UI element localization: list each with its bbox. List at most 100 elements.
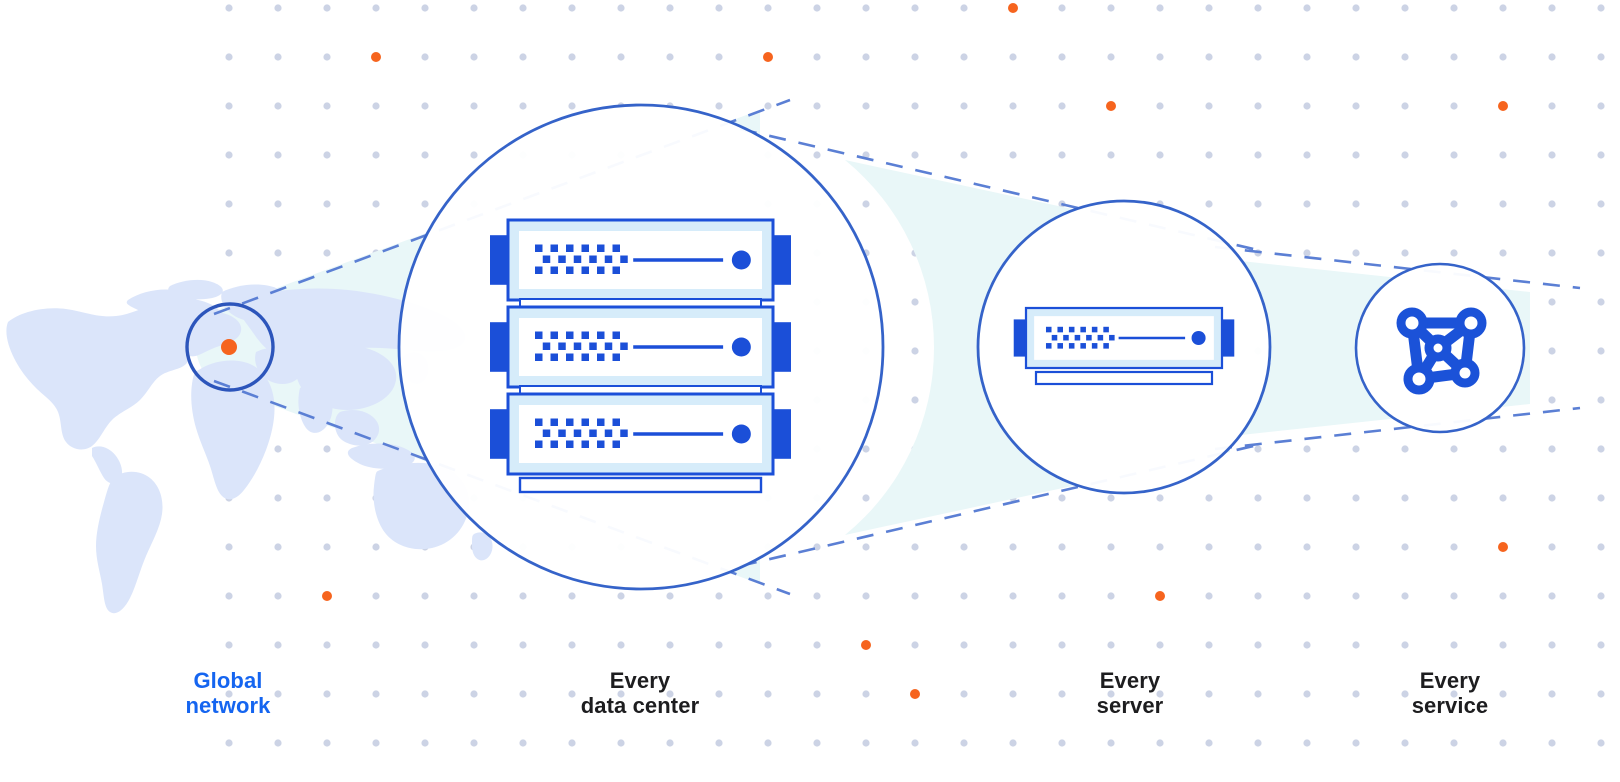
- unit-led: [566, 331, 574, 339]
- grid-dot: [274, 543, 282, 551]
- grid-dot: [1450, 543, 1458, 551]
- grid-dot: [1352, 690, 1360, 698]
- grid-dot: [274, 102, 282, 110]
- grid-dot: [225, 102, 233, 110]
- unit-led: [1068, 343, 1075, 349]
- grid-dot: [960, 690, 968, 698]
- grid-dot: [1303, 200, 1311, 208]
- grid-dot: [323, 249, 331, 257]
- grid-dot: [1254, 739, 1262, 747]
- grid-dot: [1352, 641, 1360, 649]
- grid-dot: [911, 543, 919, 551]
- unit-led: [1080, 326, 1086, 333]
- grid-dot: [960, 592, 968, 600]
- grid-dot: [372, 641, 380, 649]
- grid-dot: [1254, 102, 1262, 110]
- grid-dot: [274, 641, 282, 649]
- grid-dot: [911, 592, 919, 600]
- unit-led: [550, 440, 558, 448]
- unit-status-dot: [1191, 330, 1206, 346]
- node-bottom-right: [1450, 358, 1480, 388]
- network-graph-icon: [1396, 307, 1487, 395]
- grid-dot: [421, 4, 429, 12]
- unit-status-dot: [731, 337, 751, 357]
- grid-dot: [1352, 249, 1360, 257]
- grid-dot: [1450, 592, 1458, 600]
- grid-dot: [1107, 690, 1115, 698]
- grid-dot: [911, 298, 919, 306]
- grid-dot: [1548, 298, 1556, 306]
- unit-led: [620, 342, 628, 350]
- grid-dot: [1058, 592, 1066, 600]
- grid-dot: [1058, 151, 1066, 159]
- grid-dot: [715, 53, 723, 61]
- grid-dot: [1597, 151, 1605, 159]
- unit-led: [620, 429, 628, 437]
- grid-dot-accent: [763, 52, 773, 62]
- grid-dot: [1009, 739, 1017, 747]
- grid-dot: [372, 690, 380, 698]
- grid-dot: [323, 690, 331, 698]
- unit-led: [550, 353, 558, 361]
- grid-dot: [960, 53, 968, 61]
- grid-dot: [1548, 641, 1556, 649]
- unit-led: [1045, 326, 1052, 333]
- grid-dot: [519, 641, 527, 649]
- unit-led: [581, 440, 589, 448]
- unit-led: [604, 342, 613, 350]
- grid-dot: [1303, 53, 1311, 61]
- grid-dot: [911, 4, 919, 12]
- grid-dot: [323, 200, 331, 208]
- grid-dot: [1548, 4, 1556, 12]
- grid-dot: [323, 102, 331, 110]
- unit-led: [597, 418, 605, 426]
- grid-dot: [1058, 690, 1066, 698]
- grid-dot: [1107, 53, 1115, 61]
- unit-led: [566, 244, 574, 252]
- unit-led: [1045, 343, 1052, 349]
- unit-led: [535, 353, 543, 361]
- grid-dot: [1548, 543, 1556, 551]
- grid-dot: [1401, 151, 1409, 159]
- grid-dot: [1597, 347, 1605, 355]
- grid-dot: [1303, 4, 1311, 12]
- grid-dot: [617, 739, 625, 747]
- grid-dot: [813, 53, 821, 61]
- grid-dot: [1254, 641, 1262, 649]
- global-network-marker-dot: [221, 339, 237, 355]
- grid-dot: [372, 739, 380, 747]
- unit-led: [1057, 326, 1063, 333]
- unit-led: [535, 440, 543, 448]
- grid-dot: [1352, 739, 1360, 747]
- grid-dot: [470, 4, 478, 12]
- server-unit: [490, 392, 791, 476]
- grid-dot: [1303, 543, 1311, 551]
- unit-led: [589, 429, 597, 437]
- grid-dot: [372, 592, 380, 600]
- grid-dot: [421, 690, 429, 698]
- unit-led: [597, 331, 605, 339]
- grid-dot: [1450, 690, 1458, 698]
- grid-dot: [617, 4, 625, 12]
- grid-dot: [1205, 592, 1213, 600]
- grid-dot: [274, 445, 282, 453]
- dash-server-service-top: [1214, 245, 1581, 290]
- grid-dot: [960, 739, 968, 747]
- grid-dot: [519, 4, 527, 12]
- grid-dot: [323, 4, 331, 12]
- grid-dot: [813, 690, 821, 698]
- grid-dot: [1107, 739, 1115, 747]
- grid-dot: [1401, 543, 1409, 551]
- grid-dot: [225, 641, 233, 649]
- grid-dot: [1058, 641, 1066, 649]
- grid-dot-accent: [861, 640, 871, 650]
- grid-dot: [1499, 592, 1507, 600]
- grid-dot: [470, 739, 478, 747]
- grid-dot: [1107, 543, 1115, 551]
- grid-dot: [225, 739, 233, 747]
- grid-dot: [1597, 592, 1605, 600]
- unit-led: [535, 331, 543, 339]
- unit-led: [597, 440, 605, 448]
- unit-led: [550, 244, 558, 252]
